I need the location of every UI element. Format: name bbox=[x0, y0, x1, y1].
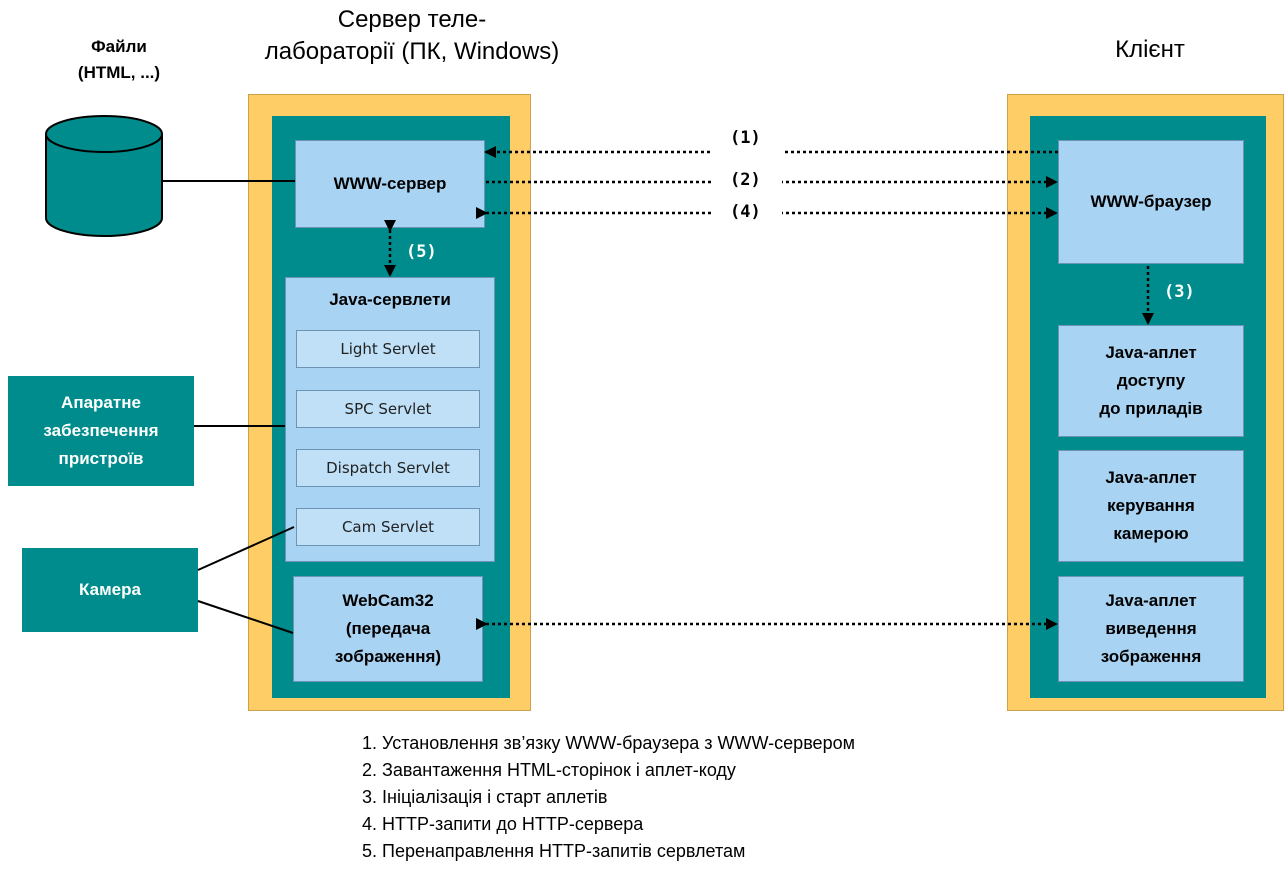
light-servlet: Light Servlet bbox=[296, 330, 480, 368]
cam-servlet: Cam Servlet bbox=[296, 508, 480, 546]
legend-item: 4. HTTP-запити до HTTP-сервера bbox=[362, 814, 644, 834]
camera-to-cam-servlet-line bbox=[197, 526, 295, 571]
arrow-label-3: (3) bbox=[1164, 282, 1195, 302]
legend-item: 5. Перенаправлення HTTP-запитів сервлета… bbox=[362, 841, 746, 861]
legend-item: 2. Завантаження HTML-сторінок і аплет-ко… bbox=[362, 760, 736, 780]
hardware-box: Апаратне забезпечення пристроїв bbox=[8, 376, 194, 486]
java-servlets-group: Java-сервлети Light Servlet SPC Servlet … bbox=[285, 277, 495, 562]
arrow-label-2: (2) bbox=[730, 170, 761, 190]
label-gap bbox=[712, 124, 782, 224]
camera-to-webcam-line bbox=[197, 600, 294, 634]
camera-box: Камера bbox=[22, 548, 198, 632]
legend-item: 3. Ініціалізація і старт аплетів bbox=[362, 787, 608, 807]
database-icon bbox=[45, 115, 163, 237]
applet-camera-box: Java-аплет керування камерою bbox=[1058, 450, 1244, 562]
spc-servlet: SPC Servlet bbox=[296, 390, 480, 428]
arrow-label-5: (5) bbox=[406, 242, 437, 262]
server-title: Сервер теле- лабораторії (ПК, Windows) bbox=[264, 6, 560, 65]
files-label: Файли (HTML, ...) bbox=[77, 37, 161, 82]
java-servlets-title: Java-сервлети bbox=[329, 290, 451, 309]
legend-list: 1. Установлення зв’язку WWW-браузера з W… bbox=[362, 730, 855, 865]
arrow-label-4: (4) bbox=[730, 202, 761, 222]
client-title: Клієнт bbox=[1115, 36, 1185, 63]
applet-access-box: Java-аплет доступу до приладів bbox=[1058, 325, 1244, 437]
www-server-box: WWW-сервер bbox=[295, 140, 485, 228]
arrow-label-1: (1) bbox=[730, 128, 761, 148]
dispatch-servlet: Dispatch Servlet bbox=[296, 449, 480, 487]
legend-item: 1. Установлення зв’язку WWW-браузера з W… bbox=[362, 733, 855, 753]
www-browser-box: WWW-браузер bbox=[1058, 140, 1244, 264]
applet-output-box: Java-аплет виведення зображення bbox=[1058, 576, 1244, 682]
webcam-box: WebCam32 (передача зображення) bbox=[293, 576, 483, 682]
